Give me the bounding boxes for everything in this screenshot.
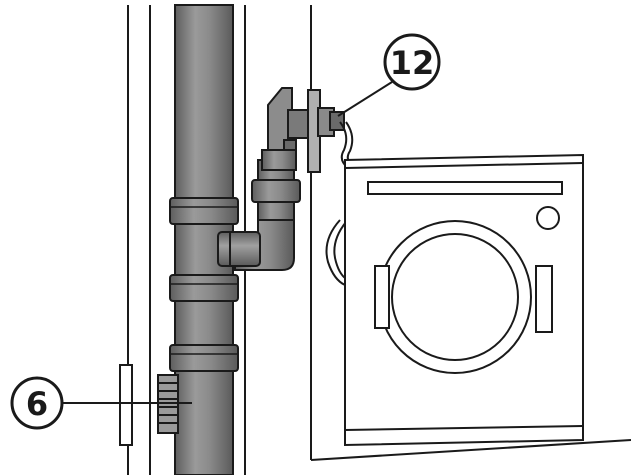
drain-pipe — [169, 4, 239, 475]
callout-6-label: 6 — [26, 385, 48, 423]
washing-machine — [344, 153, 584, 447]
callout-6: 6 — [10, 376, 192, 430]
wall-outlet — [307, 89, 345, 173]
callout-12: 12 — [337, 33, 441, 117]
siphon-assembly — [261, 87, 313, 171]
wall-plate — [119, 364, 133, 446]
callout-12-label: 12 — [390, 44, 435, 82]
